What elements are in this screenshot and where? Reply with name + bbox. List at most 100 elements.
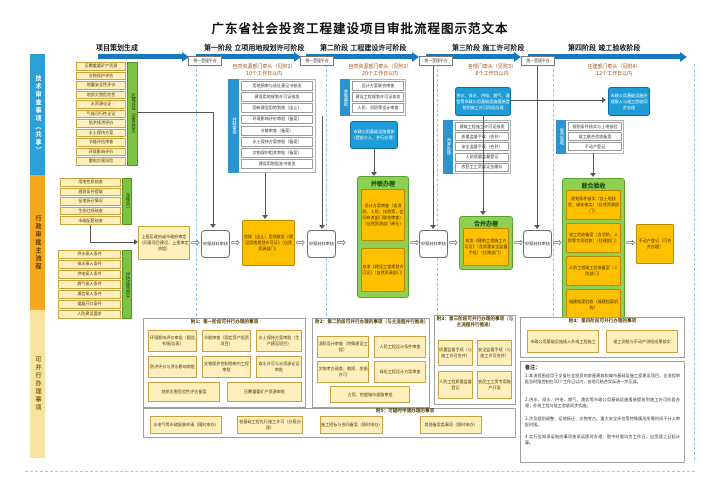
col4-utility-note: 市政公用基础设施外线接入与竣工验收同步办理 bbox=[608, 87, 650, 116]
flow-land-permit-box: 划拨（出让）用地核发《建设用地规划许可证》（自然资源部门） bbox=[242, 220, 295, 266]
merged-item: 核发《建筑工程施工许可证》（含质量安全监督手续）（住建部门） bbox=[463, 228, 509, 266]
appendix-item: 农民工工资专用账户开设 bbox=[477, 371, 512, 399]
appendix-item: 水土保持方案审批（生产建设项目） bbox=[256, 330, 302, 352]
flow-arrow-icon: ⇨ bbox=[191, 236, 201, 249]
stage-separator bbox=[553, 64, 554, 316]
appendix-item: 节能审查（固定资产投资项目） bbox=[202, 330, 251, 352]
appendix-item: 竣工测绘与不动产测绘成果核实 bbox=[606, 330, 678, 353]
plan-b-item: 燃气接入条件 bbox=[58, 280, 121, 289]
col2-lead: 自然资源部门牵头（见附2） bbox=[348, 64, 412, 70]
platform-box: 统一受理平台 bbox=[419, 56, 453, 66]
col1-item: 文物保护相关审批（备案） bbox=[241, 148, 313, 158]
col2-limit: 20个工作日以内 bbox=[361, 70, 399, 77]
col3-item: 农民工工资保证金缴存 bbox=[455, 162, 509, 172]
appendix-item: 文物保护控制地带内工程审批 bbox=[202, 356, 251, 378]
col4-header: 住建部门牵头（见附4） 12个工作日以内 bbox=[556, 64, 672, 77]
appendix-item: 市政公用基础设施接入外线工程施工 bbox=[527, 330, 599, 353]
plan-a-bar: 多规合一 bbox=[122, 178, 132, 225]
stage-label-3: 第三阶段 施工许可阶段 bbox=[452, 44, 525, 52]
flow-gate-box: 申报材料审核 bbox=[419, 230, 448, 258]
appendix-item: 防洪评价与洪水影响审批 bbox=[148, 356, 197, 378]
stage-label-plan: 项目策划生成 bbox=[96, 44, 138, 52]
side-band-technical: 技术审查事项（共享） bbox=[30, 54, 45, 175]
utility-link-line bbox=[511, 100, 602, 101]
utility-link-arrowhead bbox=[602, 97, 606, 103]
appendix-item: 环境影响评价审批（报告书/报告表） bbox=[148, 330, 197, 352]
region-eval-item: 水土保持方案 bbox=[76, 128, 126, 138]
col2-tab: 并联审批 bbox=[340, 79, 350, 116]
flow-arrow-icon: ⇨ bbox=[231, 236, 241, 249]
col3-utility-note: 供水、排水、供电、燃气、通信等市政公用基础设施报装提前到施工许可阶段办理 bbox=[455, 87, 511, 116]
plan-a-item: 生态红线核查 bbox=[60, 206, 121, 216]
flow-start-box: 上报区政府或市政府审定（同意项目建设，上报审定流程） bbox=[138, 226, 190, 260]
col3-item: 建筑工程施工许可证核发 bbox=[455, 122, 509, 131]
connector-arrowhead bbox=[534, 225, 540, 229]
flow-arrow-icon: ⇨ bbox=[449, 236, 459, 249]
flow-arrow-icon: ⇨ bbox=[553, 236, 563, 249]
stage-arrow bbox=[426, 51, 521, 62]
col1-header: 自然资源部门牵头（见附1） 10个工作日以内 bbox=[206, 64, 322, 77]
notes-line: 1.本流程图适用于全省社会投资的房屋建筑和城市基础设施工程建设项目，全流程审批总… bbox=[525, 373, 680, 384]
flow-arrow-icon: ⇨ bbox=[296, 236, 306, 249]
notes-title: 备注： bbox=[525, 365, 541, 371]
appendix-item: 水电气等市政报装申请（随时申办） bbox=[150, 416, 222, 434]
stage-label-4: 第四阶段 竣工验收阶段 bbox=[568, 44, 641, 52]
col1-item: 用地预审与选址意见书核发 bbox=[241, 81, 313, 91]
col1-limit: 10个工作日以内 bbox=[245, 70, 283, 77]
merged-handling-label: 合并办理 bbox=[473, 221, 498, 228]
plan-b-item: 人防建设要求 bbox=[58, 310, 121, 319]
col4-lead: 住建部门牵头（见附4） bbox=[587, 64, 641, 70]
stage-separator bbox=[326, 64, 327, 316]
region-eval-item: 防洪排涝评价 bbox=[76, 119, 126, 128]
platform-box: 统一受理平台 bbox=[188, 56, 222, 66]
connector bbox=[322, 116, 323, 225]
plan-a-item: 规划条件提取 bbox=[60, 187, 121, 197]
connector bbox=[593, 153, 594, 173]
plan-b-item: 排水接入条件 bbox=[58, 260, 121, 269]
col3-item: 人防质量监督登记 bbox=[455, 152, 509, 162]
col3-lead: 各部门牵头（见附3） bbox=[467, 64, 517, 70]
connector bbox=[433, 66, 434, 225]
col1-item: 环境影响评价审批（备案） bbox=[241, 114, 313, 125]
plan-b-item: 通信接入条件 bbox=[58, 290, 121, 299]
connector bbox=[537, 66, 538, 225]
flow-gate-box: 申报材料审核 bbox=[201, 230, 230, 258]
joint-acceptance-label: 联合验收 bbox=[581, 183, 606, 190]
region-eval-item: 地质灾害危险性 bbox=[76, 90, 126, 100]
stage-label-2: 第二阶段 工程建设许可阶段 bbox=[320, 44, 407, 52]
appendix-group-4-title: 附4：第四阶段可并行办理的事项 bbox=[568, 319, 637, 324]
plan-b-item: 道路开口条件 bbox=[58, 300, 121, 309]
appendix-item: 取水许可与水资源论证审批 bbox=[256, 356, 302, 378]
stage-label-1: 第一阶段 立项用地规划许可阶段 bbox=[204, 44, 305, 52]
appendix-item: 占用、挖掘城市道路审批 bbox=[330, 386, 410, 403]
stage-arrow bbox=[528, 51, 687, 62]
connector-arrowhead bbox=[319, 225, 325, 229]
col1-lead: 自然资源部门牵头（见附1） bbox=[232, 64, 296, 70]
flow-arrow-icon: ⇨ bbox=[626, 236, 636, 249]
connector bbox=[138, 112, 213, 113]
appendix-item: 其他备案类事项（随时申办） bbox=[420, 416, 482, 434]
flow-arrow-icon: ⇨ bbox=[410, 236, 420, 249]
col1-tab: 并联审批 bbox=[228, 79, 239, 173]
side-band-mainflow: 行政审批主流程 bbox=[30, 175, 45, 310]
connector bbox=[374, 149, 375, 172]
region-eval-bar: 区域评估（成果共享） bbox=[127, 62, 138, 166]
connector bbox=[483, 116, 484, 211]
region-eval-item: 文物保护评估 bbox=[76, 71, 126, 81]
col4-item: 竣工联合验收备案 bbox=[568, 132, 622, 142]
stage-arrow bbox=[306, 51, 419, 62]
col2-header: 自然资源部门牵头（见附2） 20个工作日以内 bbox=[322, 64, 438, 77]
stage-arrow bbox=[196, 51, 301, 62]
connector-arrowhead bbox=[480, 211, 486, 215]
parallel-item: 设计方案审查（含消防、人防、技防等，会同有关部门联合审查）（自然资源部门牵头） bbox=[361, 189, 405, 241]
parallel-item: 核发《建设工程规划许可证》（自然资源部门） bbox=[361, 248, 405, 292]
flow-final-box: 不动产登记（可合并办理） bbox=[636, 224, 674, 264]
page-bottom-line bbox=[25, 471, 695, 472]
col3-header: 各部门牵头（见附3） 8个工作日以内 bbox=[436, 64, 548, 77]
connector-arrowhead bbox=[262, 215, 268, 219]
connector-arrowhead bbox=[210, 224, 216, 228]
plan-b-item: 供水接入条件 bbox=[58, 250, 121, 259]
plan-a-item: 市政配套核查 bbox=[60, 216, 121, 225]
notes-box bbox=[520, 361, 685, 463]
